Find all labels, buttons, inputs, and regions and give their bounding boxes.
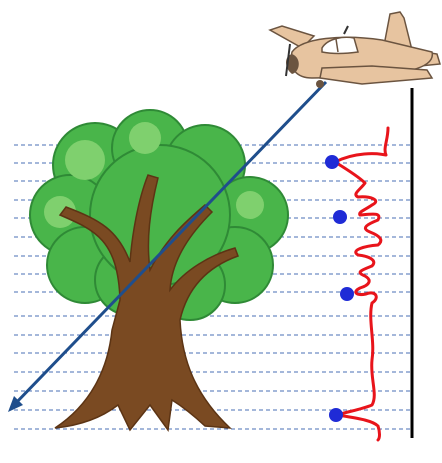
return-waveform [333, 126, 390, 442]
airplane-icon [268, 11, 441, 88]
tree-trunk [54, 174, 239, 432]
return-point [333, 210, 347, 224]
return-points [325, 155, 354, 422]
laser-beam [8, 80, 328, 412]
return-point [340, 287, 354, 301]
return-point [325, 155, 339, 169]
tree-icon [29, 109, 289, 432]
return-point [329, 408, 343, 422]
